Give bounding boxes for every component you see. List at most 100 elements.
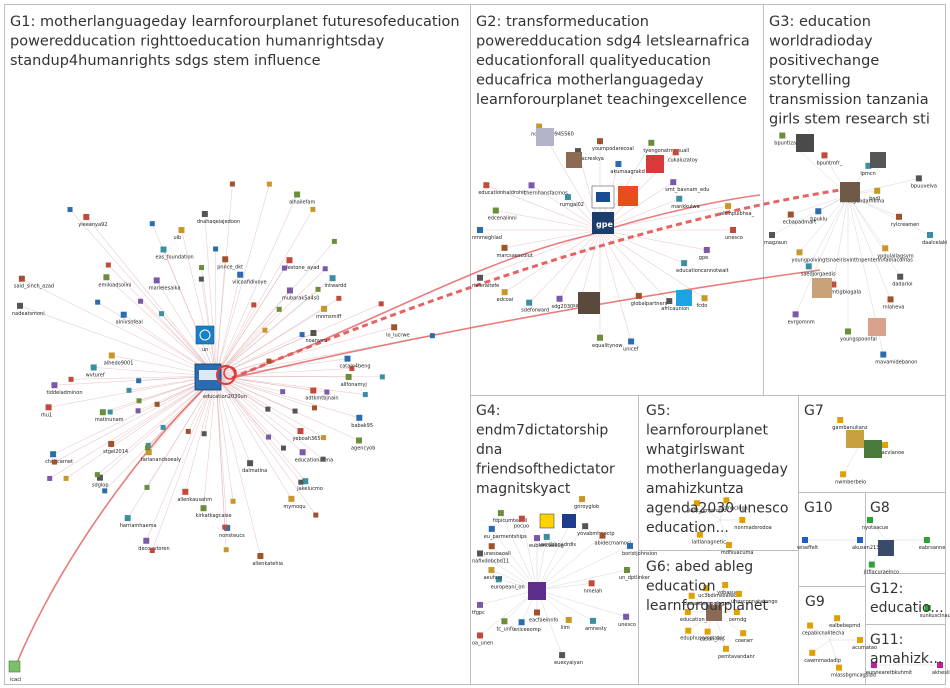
g4-node-9[interactable]: oa_unen [472,632,493,646]
g4-node-12[interactable]: aeuhug [483,567,502,581]
g6-node-5[interactable]: education_bno7 [680,609,720,623]
g1-small-node[interactable] [213,246,219,252]
node-unicef[interactable] [676,290,692,306]
g1-small-node[interactable] [154,401,160,407]
g6-node-9[interactable]: unesconnatatango [731,590,778,605]
g3-node-7[interactable]: evrgomnm [788,311,815,325]
g1-node-25[interactable]: emiloadsolini [98,274,131,288]
g6-node-3[interactable]: casdn_inc [700,628,725,643]
node-amnesty[interactable] [539,513,576,529]
g4-node-6[interactable]: eacfaeinnfo [529,609,558,623]
g1-small-node[interactable] [321,435,327,441]
g4-node-15[interactable]: eu_parmentships [484,525,527,540]
g2-node-18[interactable]: rumgal02 [560,194,584,208]
g2-node-4[interactable]: africaunion [661,298,689,312]
g1-small-node[interactable] [67,207,73,213]
node-g3-photo2[interactable] [812,278,832,298]
g1-small-node[interactable] [145,442,151,448]
g1-small-node[interactable] [311,405,317,411]
node-g3-photo3[interactable] [870,152,886,168]
g4-node-1[interactable]: nmeiah [584,580,603,594]
g1-small-node[interactable] [265,406,271,412]
g3-node-2[interactable]: dadarloi [892,273,913,288]
node-g7-hub[interactable] [846,430,882,458]
g4-node-8[interactable]: tc_unfo [496,618,515,632]
g5-node-3[interactable]: ladt_gmprnvao [689,500,727,514]
g1-small-node[interactable] [280,445,286,451]
g1-node-27[interactable]: marielesaika [149,277,181,291]
g2-node-26[interactable]: mankkulwa [671,195,700,210]
g2-node-14[interactable]: nmmeghlad [472,227,502,241]
g11-node-0[interactable]: akhesliro [932,662,950,676]
g4-node-4[interactable]: liim [561,616,572,631]
g1-node-16[interactable]: chekcarnet [45,451,73,465]
g1-small-node[interactable] [94,472,100,478]
g1-node-2[interactable]: yeboah3650 [292,428,324,442]
g1-node-36[interactable]: intwardd [325,275,347,289]
g1-node-24[interactable]: alnivsnfeal [116,311,143,326]
g6-node-0[interactable]: oerndg [729,609,747,623]
g1-small-node[interactable] [336,295,342,301]
node-g6-hub[interactable] [706,605,722,621]
g1-small-node[interactable] [324,389,330,395]
g1-node-20[interactable]: wvturef [86,364,105,378]
g4-node-2[interactable]: unesco [618,613,636,628]
g8-node-0[interactable]: eabrsanne [919,537,945,551]
g8-node-2[interactable]: nyotaacue [862,517,888,531]
g9-node-0[interactable]: acumatao [852,637,877,651]
g2-node-1[interactable]: gpe [699,246,710,261]
g2-node-3[interactable]: fcdo [697,295,708,309]
g6-node-1[interactable]: coerarr [735,630,754,644]
g1-node-22[interactable]: nadeatsmoni [12,302,45,317]
g1-small-node[interactable] [47,475,53,481]
g3-node-10[interactable]: magzaun [764,232,787,246]
g1-small-node[interactable] [262,327,268,333]
node-ecw[interactable] [618,186,638,206]
g1-small-node[interactable] [222,524,228,530]
g1-small-node[interactable] [299,332,305,338]
g3-node-6[interactable]: blimtigbiogala [825,281,861,296]
g1-small-node[interactable] [199,265,205,271]
g10-node-1[interactable]: wiseffelt [797,537,818,551]
node-g2-photo1[interactable] [578,292,600,314]
g3-node-3[interactable]: rnlaheva [883,296,905,310]
node-un[interactable]: un [195,325,215,353]
g1-node-13[interactable]: tarianandsoealy [141,449,181,463]
g1-node-7[interactable]: allenkatehia [252,553,283,567]
g1-small-node[interactable] [379,374,385,380]
g1-node-5[interactable]: mymoqu [283,495,306,510]
g2-node-23[interactable]: tyengonatmanuall [643,139,689,154]
g1-small-node[interactable] [160,424,166,430]
g1-node-29[interactable]: uib [173,227,185,241]
g1-node-23[interactable]: said_sinch_azad [14,275,54,290]
g1-small-node[interactable] [135,408,141,414]
g6-node-7[interactable]: uc3bdimsoalwoa [698,585,740,599]
g1-node-17[interactable]: matinunam [95,409,124,423]
g2-node-21[interactable]: youmpodarecoal [592,138,634,152]
g1-small-node[interactable] [107,409,113,415]
g2-node-9[interactable]: sdg2030 [552,295,574,310]
g4-node-18[interactable]: eubloncasoug [529,535,564,549]
g2-node-2[interactable]: educationcannotwait [676,260,729,274]
g3-node-14[interactable]: bpuntmfr_ [816,152,843,166]
g1-small-node[interactable] [68,376,74,382]
g2-node-6[interactable]: unicef [623,338,639,352]
g2-node-24[interactable]: cukaluzatoy [668,149,698,163]
g1-node-39[interactable]: lo_lucrwe [386,324,410,338]
node-unesco-g2[interactable] [591,185,615,209]
node-education2030un[interactable]: education2030un [194,363,247,400]
g4-node-0[interactable]: un_dptlinker [619,567,651,581]
g9-node-2[interactable]: cawmmadadlp [804,649,841,664]
g5-node-1[interactable]: mdfsuacuma [721,542,754,556]
g1-small-node[interactable] [320,456,326,462]
g1-small-node[interactable] [429,333,435,339]
g1-small-node[interactable] [149,548,155,554]
g2-node-11[interactable]: edcoai [497,289,514,303]
g1-small-node[interactable] [310,206,316,212]
g4-node-17[interactable]: pocuo [514,515,529,530]
g1-small-node[interactable] [138,298,144,304]
g1-small-node[interactable] [149,221,155,227]
g2-node-15[interactable]: edcenalinni [488,207,517,222]
g4-node-13[interactable]: nafixdobcbd11 [472,550,509,564]
g2-node-0[interactable]: unesco [725,227,743,241]
